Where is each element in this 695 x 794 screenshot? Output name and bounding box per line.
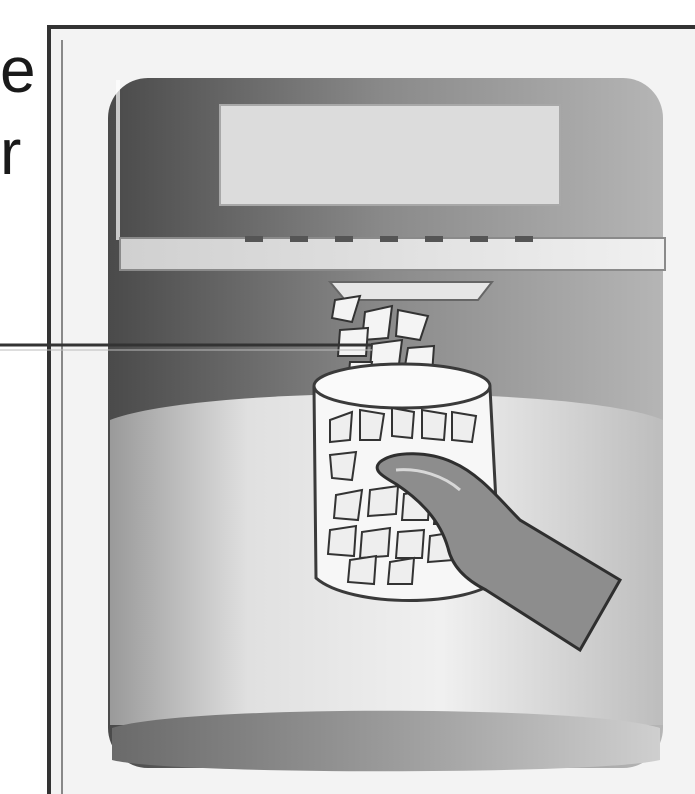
drip-tray: [112, 711, 660, 772]
dispenser-lip: [120, 236, 665, 270]
display-panel: [220, 105, 560, 205]
